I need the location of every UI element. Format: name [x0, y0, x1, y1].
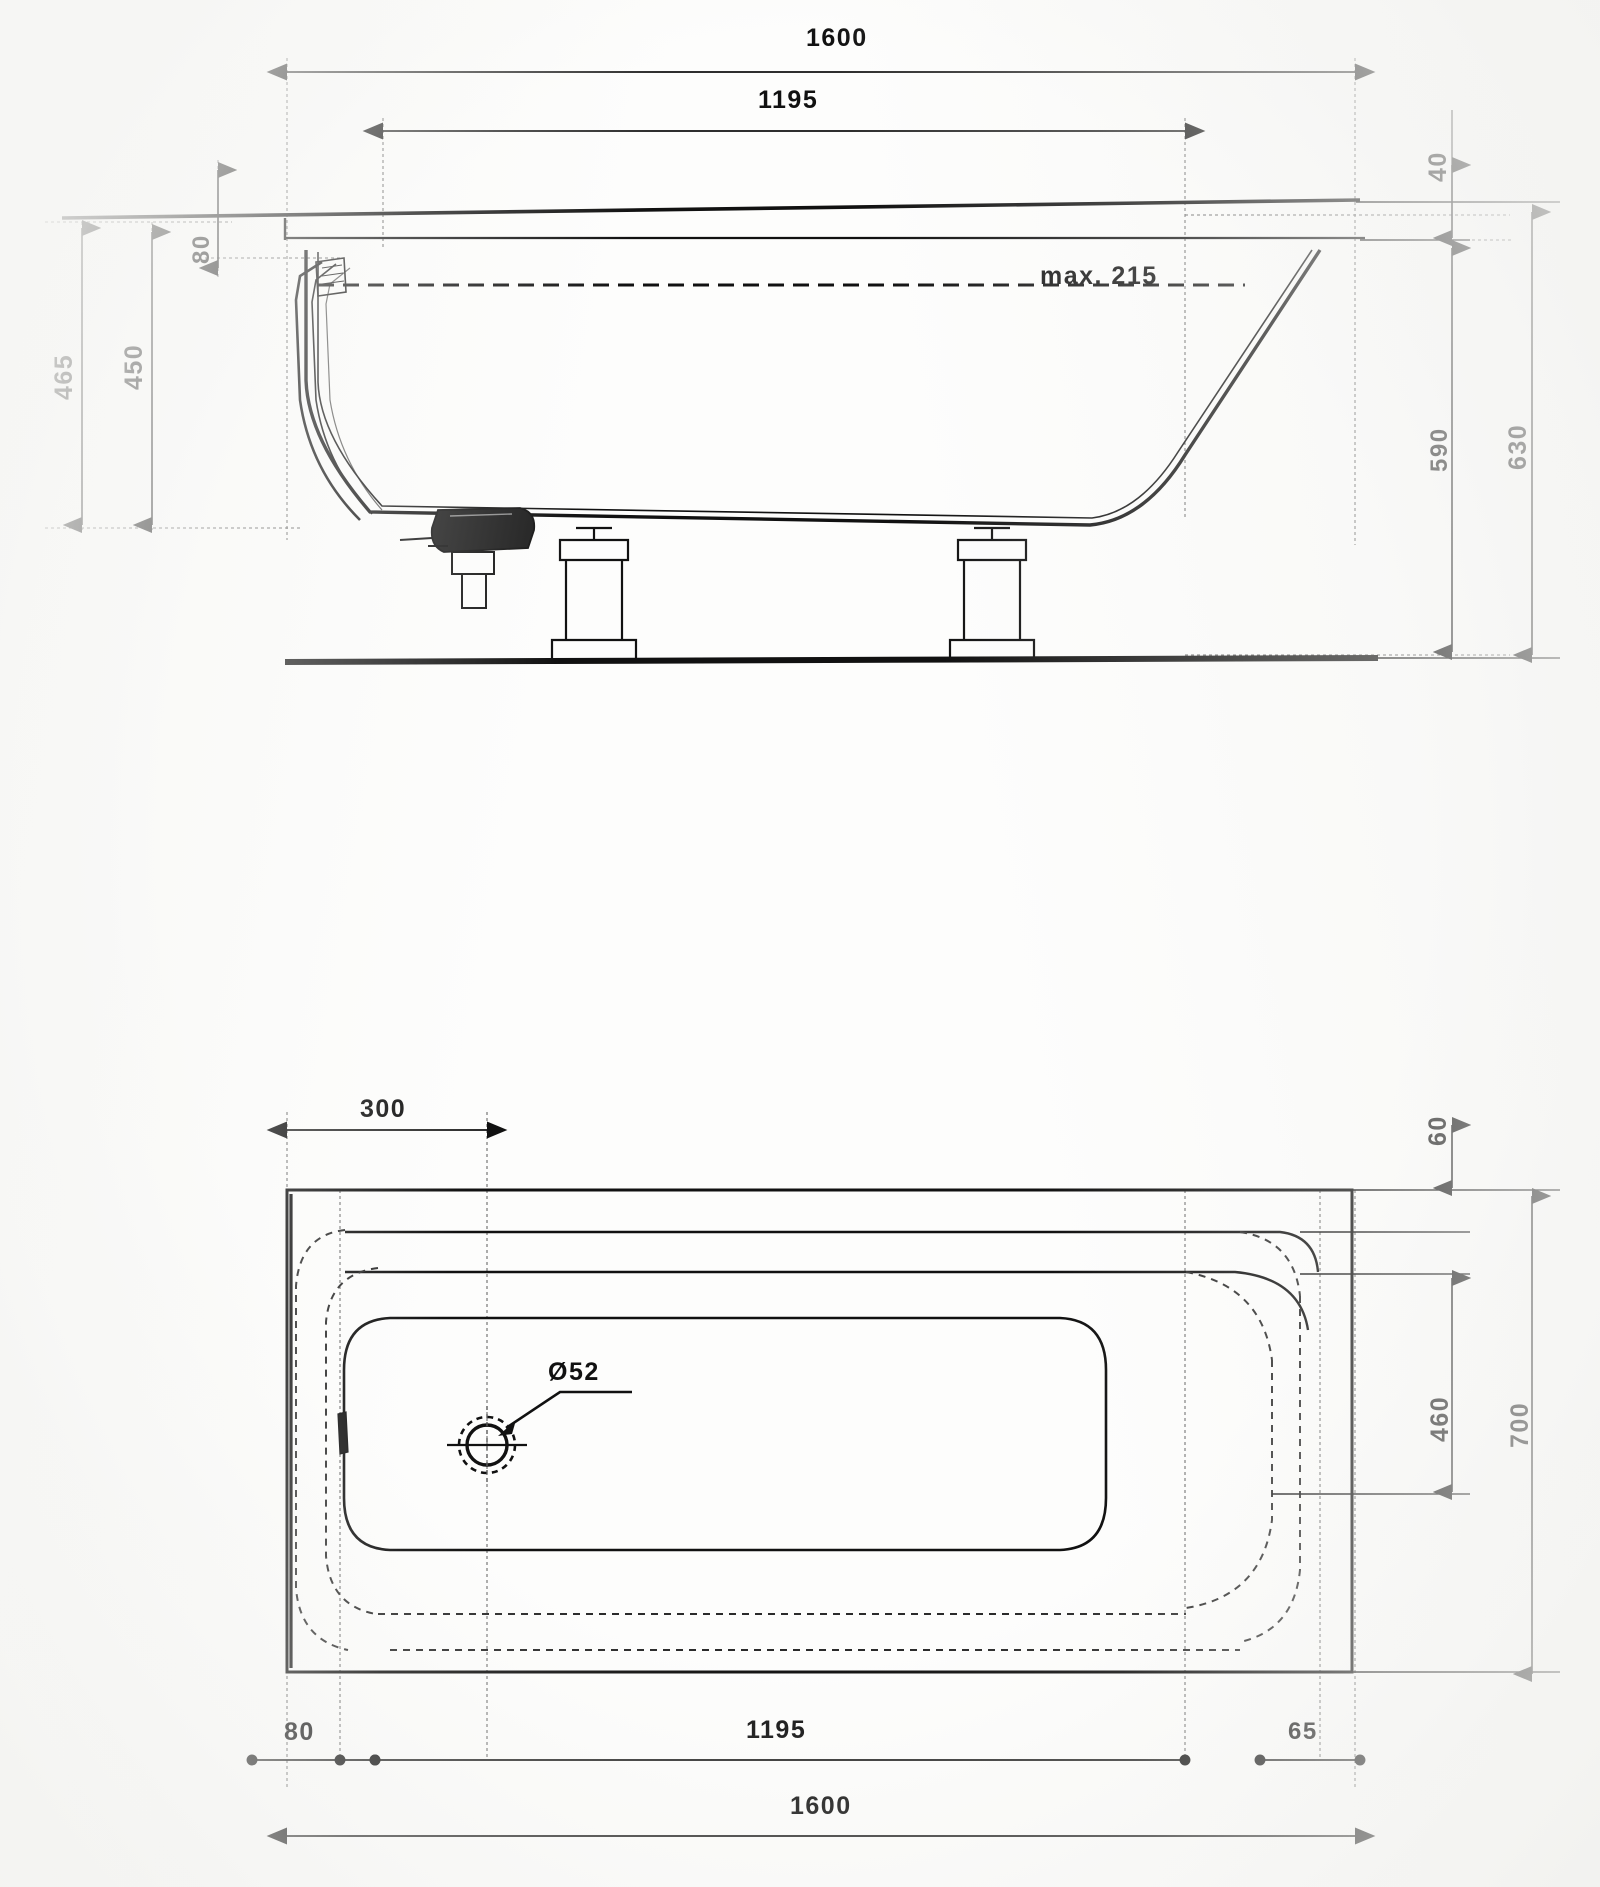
dim-label-460-plan: 460: [1426, 1395, 1454, 1442]
dim-label-80-plan: 80: [284, 1718, 315, 1746]
dim-label-80-elevation: 80: [188, 234, 215, 264]
dim-label-300-plan: 300: [360, 1095, 407, 1123]
dim-label-590-elevation: 590: [1426, 427, 1453, 472]
overflow-waste-assembly: [294, 257, 383, 521]
dim-label-1195-elevation: 1195: [758, 86, 819, 114]
dim-label-630-elevation: 630: [1504, 423, 1532, 470]
tub-rim-lines-plan: [345, 1230, 1320, 1331]
drain-diameter-leader: [498, 1390, 632, 1436]
tub-body-section: [304, 249, 1322, 527]
waste-trap: [399, 507, 536, 609]
overflow-marker-plan: [337, 1411, 349, 1455]
callout-label-drain-diameter: Ø52: [548, 1358, 600, 1386]
dim-label-465-elevation: 465: [50, 353, 78, 400]
dim-label-1600-plan: 1600: [790, 1792, 852, 1820]
tub-bowl-plan: [342, 1316, 1108, 1552]
plan-view: [246, 1112, 1560, 1845]
tub-outline-plan: [285, 1188, 1354, 1674]
waste-outlet: [447, 1406, 527, 1484]
dim-label-60-plan: 60: [1424, 1115, 1452, 1146]
dim-label-65-plan: 65: [1288, 1718, 1318, 1745]
elevation-extension-lines: [45, 58, 1512, 656]
dim-label-1600-elevation: 1600: [806, 24, 868, 52]
dim-label-1195-plan: 1195: [746, 1716, 807, 1744]
dim-label-700-plan: 700: [1506, 1401, 1534, 1448]
dim-label-450-elevation: 450: [120, 343, 148, 390]
plan-extension-lines: [286, 1112, 1356, 1790]
tub-rim-profile: [61, 198, 1365, 240]
side-elevation-view: [45, 58, 1560, 665]
floor-line: [284, 655, 1379, 665]
dim-label-max-215: max. 215: [1040, 262, 1158, 290]
dim-label-40-elevation: 40: [1424, 151, 1452, 182]
support-feet: [550, 526, 1036, 662]
tub-hidden-lines-plan: [295, 1229, 1301, 1651]
